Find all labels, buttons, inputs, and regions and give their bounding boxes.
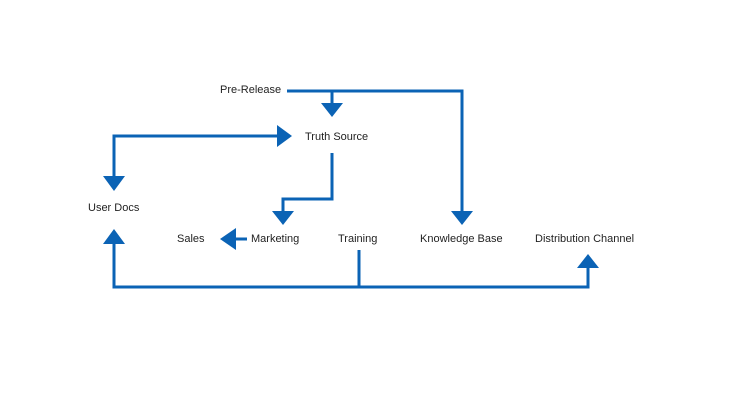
edge-training-to-user-docs bbox=[112, 244, 359, 289]
arrowhead-knowledge-base bbox=[451, 211, 473, 225]
node-distribution-channel: Distribution Channel bbox=[535, 233, 635, 245]
edge-truth-source-to-user-docs bbox=[112, 134, 279, 176]
arrowhead-sales bbox=[220, 228, 236, 250]
arrowhead-user-docs-bottom bbox=[103, 229, 125, 244]
node-sales: Sales bbox=[177, 233, 205, 245]
arrowhead-truth-source-from-left bbox=[277, 125, 292, 147]
node-user-docs: User Docs bbox=[88, 202, 140, 214]
node-truth-source: Truth Source bbox=[305, 131, 369, 143]
node-knowledge-base: Knowledge Base bbox=[420, 233, 503, 245]
node-training: Training bbox=[338, 233, 378, 245]
arrowhead-marketing bbox=[272, 211, 294, 225]
edge-prerelease-to-knowledge-base bbox=[287, 89, 464, 211]
arrowhead-distribution-channel bbox=[577, 254, 599, 268]
edge-training-to-distribution-channel bbox=[359, 268, 590, 289]
node-marketing: Marketing bbox=[251, 233, 300, 245]
arrowhead-truth-source-from-prerelease bbox=[321, 103, 343, 117]
arrowhead-user-docs-top bbox=[103, 176, 125, 191]
node-pre-release: Pre-Release bbox=[220, 84, 282, 96]
edge-truth-source-to-marketing bbox=[281, 153, 334, 212]
